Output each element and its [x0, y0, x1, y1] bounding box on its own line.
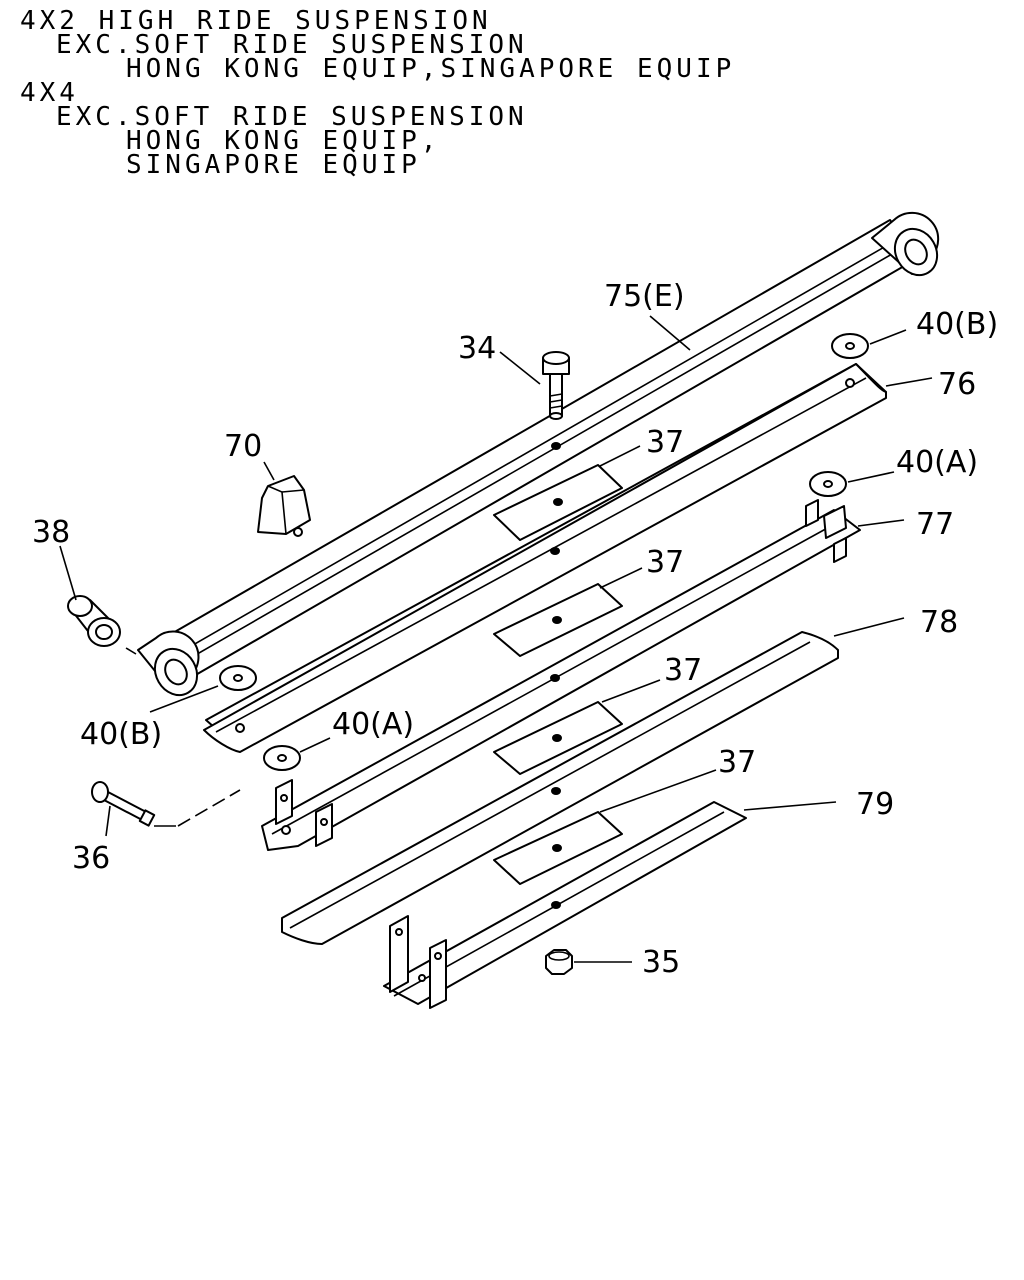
leader-34 — [499, 351, 541, 385]
callout-40b-top: 40(B) — [916, 307, 998, 342]
pad-hole-1 — [553, 498, 563, 506]
leader-37-4 — [599, 769, 717, 813]
callout-37-2: 37 — [646, 545, 684, 580]
bushing-38 — [67, 595, 121, 647]
bolt-36 — [91, 781, 241, 827]
leader-36 — [105, 805, 111, 837]
pad-hole-4 — [552, 844, 562, 852]
leader-75e — [649, 315, 691, 351]
callout-40a-left: 40(A) — [332, 707, 414, 742]
callout-79: 79 — [856, 787, 894, 822]
leader-38 — [59, 545, 77, 601]
callout-34: 34 — [458, 331, 496, 366]
main-leaf-75 — [137, 211, 940, 697]
header-line-5: EXC.SOFT RIDE SUSPENSION — [56, 102, 528, 132]
leader-40b-top — [869, 329, 907, 345]
callout-76: 76 — [938, 367, 976, 402]
leader-77 — [857, 519, 905, 527]
nut-35 — [545, 949, 573, 975]
callout-38: 38 — [32, 515, 70, 550]
leader-37-3 — [601, 679, 661, 703]
callout-35: 35 — [642, 945, 680, 980]
leaf-79 — [383, 801, 747, 1009]
leader-79 — [743, 801, 837, 811]
callout-40a-top: 40(A) — [896, 445, 978, 480]
leader-76 — [885, 377, 933, 387]
leader-37-1 — [599, 445, 641, 467]
header-line-2: EXC.SOFT RIDE SUSPENSION — [56, 30, 528, 60]
leader-78 — [833, 617, 905, 637]
pad-hole-2 — [552, 616, 562, 624]
leader-40a-top — [847, 471, 895, 483]
header-line-7: SINGAPORE EQUIP — [126, 150, 421, 180]
washer-40b-left — [219, 665, 257, 691]
header-line-6: HONG KONG EQUIP, — [126, 126, 441, 156]
callout-77: 77 — [916, 507, 954, 542]
leader-70 — [263, 461, 275, 481]
leader-40b-left — [149, 685, 219, 713]
header-line-1: 4X2 HIGH RIDE SUSPENSION — [20, 6, 492, 36]
washer-40a-top — [809, 471, 847, 497]
leader-38-b — [125, 647, 137, 655]
callout-78: 78 — [920, 605, 958, 640]
callout-40b-left: 40(B) — [80, 717, 162, 752]
leaf-78 — [281, 631, 839, 945]
bumper-70 — [257, 475, 311, 537]
washer-40b-top — [831, 333, 869, 359]
leaf-77 — [261, 499, 861, 851]
callout-37-1: 37 — [646, 425, 684, 460]
callout-70: 70 — [224, 429, 262, 464]
center-bolt-34 — [542, 351, 570, 420]
callout-37-3: 37 — [664, 653, 702, 688]
header-line-4: 4X4 — [20, 78, 79, 108]
callout-75e: 75(E) — [604, 279, 685, 314]
callout-37-4: 37 — [718, 745, 756, 780]
pad-hole-3 — [552, 734, 562, 742]
leader-40a-left — [299, 737, 331, 753]
callout-36: 36 — [72, 841, 110, 876]
leader-37-2 — [599, 567, 643, 589]
washer-40a-left — [263, 745, 301, 771]
header-line-3: HONG KONG EQUIP,SINGAPORE EQUIP — [126, 54, 736, 84]
leaf-76 — [203, 363, 887, 753]
